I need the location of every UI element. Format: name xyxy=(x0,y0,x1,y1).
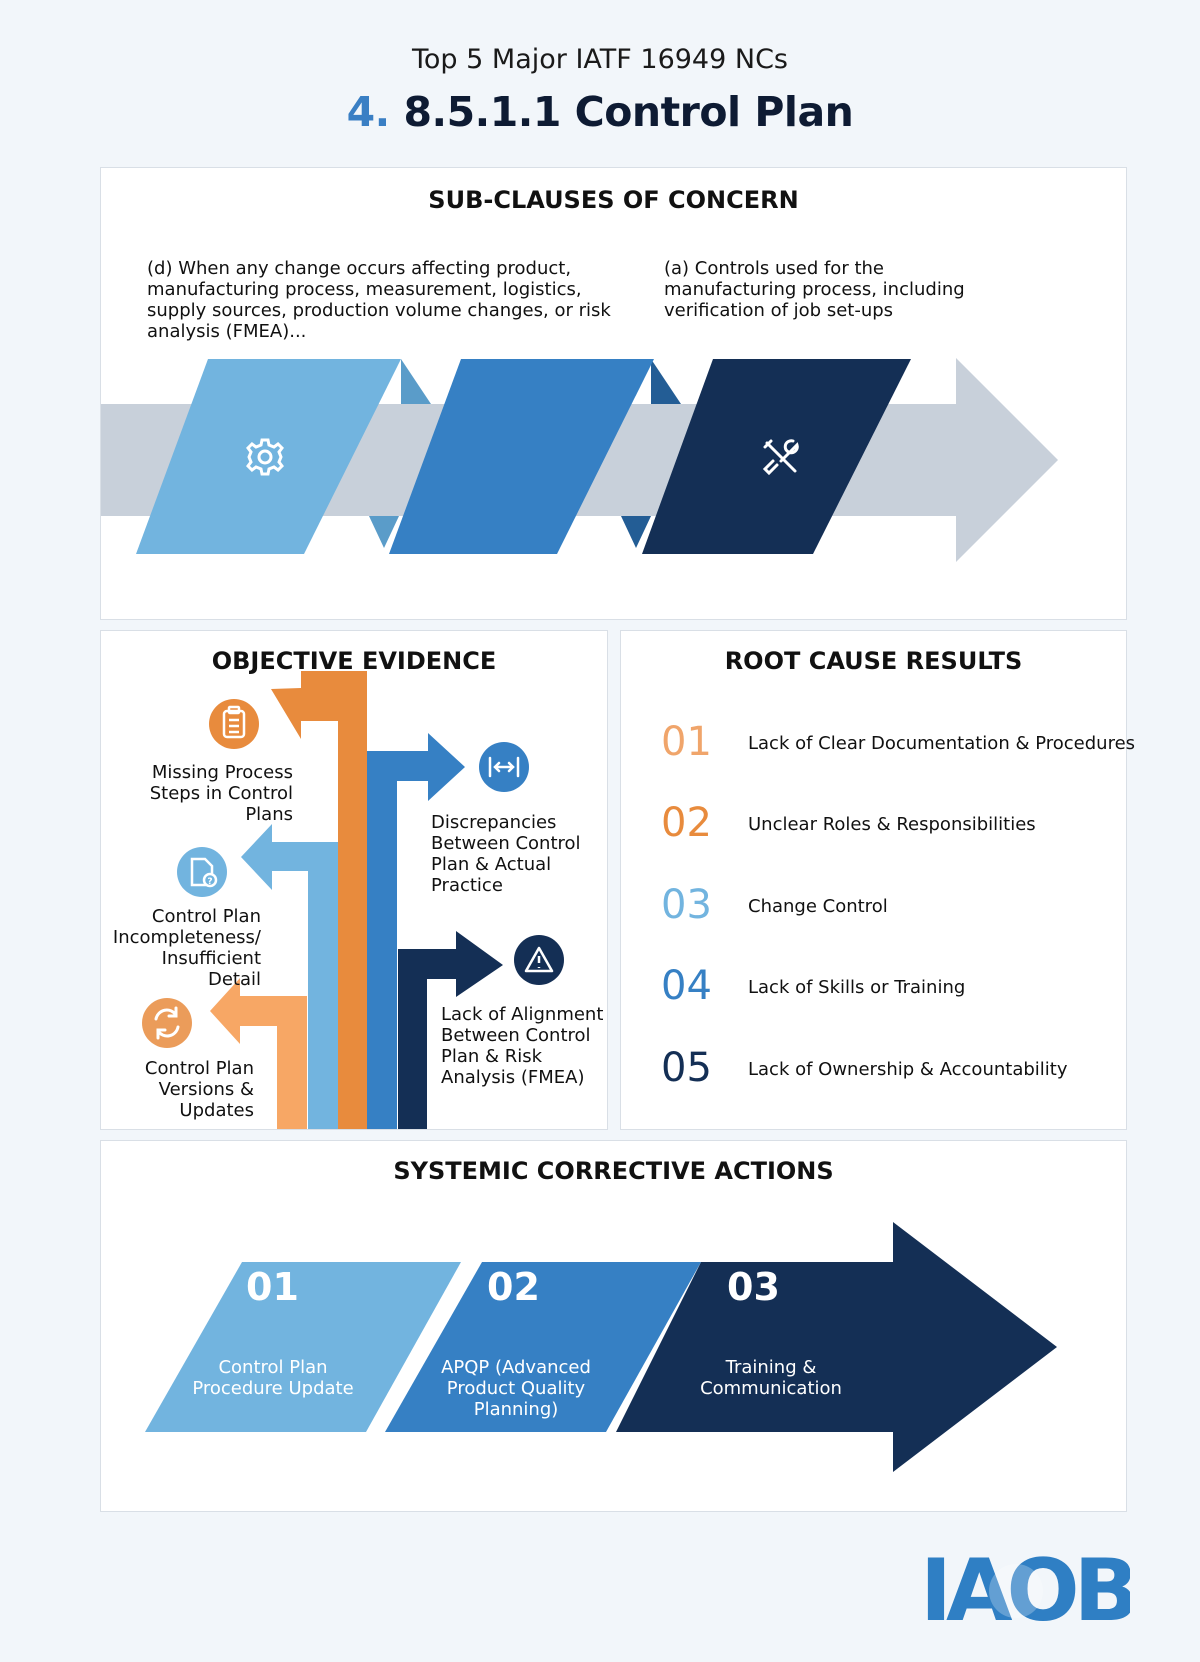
objective-evidence-heading: OBJECTIVE EVIDENCE xyxy=(211,647,497,675)
svg-text:?: ? xyxy=(207,877,212,887)
sub-clauses-heading: SUB-CLAUSES OF CONCERN xyxy=(428,186,799,214)
mid-blue-parallelogram xyxy=(389,359,654,554)
navy-arrow xyxy=(398,931,503,1129)
clipboard-icon xyxy=(222,705,246,739)
corrective-actions-heading: SYSTEMIC CORRECTIVE ACTIONS xyxy=(393,1157,834,1185)
root-cause-number: 05 xyxy=(661,1045,712,1091)
root-cause-number: 04 xyxy=(661,963,712,1009)
evidence-arrows-graphic: ? xyxy=(142,671,564,1129)
evidence-item-fmea-alignment: Lack of Alignment Between Control Plan &… xyxy=(441,1004,604,1088)
logo-text: IAOB xyxy=(920,1550,1130,1630)
page-title: 4. 8.5.1.1 Control Plan xyxy=(0,88,1200,136)
refresh-icon-bg xyxy=(142,998,192,1048)
root-cause-panel: ROOT CAUSE RESULTS 01 Lack of Clear Docu… xyxy=(620,630,1135,1130)
navy-parallelogram xyxy=(642,359,911,554)
root-cause-label: Unclear Roles & Responsibilities xyxy=(748,814,1036,835)
light-orange-arrow xyxy=(210,978,307,1129)
objective-evidence-panel: OBJECTIVE EVIDENCE ? xyxy=(100,630,608,1130)
refresh-icon xyxy=(154,1006,180,1040)
document-question-icon-bg xyxy=(177,847,227,897)
root-cause-number: 01 xyxy=(661,719,712,765)
light-blue-parallelogram xyxy=(136,359,401,554)
arrows-horizontal-icon xyxy=(488,756,520,778)
root-cause-label: Lack of Skills or Training xyxy=(748,977,966,998)
corrective-action-label: APQP (Advanced Product Quality Planning) xyxy=(441,1357,591,1420)
corrective-action-label: Control Plan Procedure Update xyxy=(192,1357,354,1399)
corrective-action-number: 03 xyxy=(727,1265,780,1309)
corrective-action-number: 01 xyxy=(246,1265,299,1309)
root-cause-number: 02 xyxy=(661,800,712,846)
root-cause-heading: ROOT CAUSE RESULTS xyxy=(724,647,1023,675)
title-text: 8.5.1.1 Control Plan xyxy=(403,88,854,136)
evidence-item-incompleteness: Control Plan Incompleteness/ Insufficien… xyxy=(112,906,261,990)
evidence-item-versions: Control Plan Versions & Updates xyxy=(144,1058,254,1121)
document-question-icon xyxy=(190,857,218,888)
tools-icon xyxy=(762,439,799,476)
mid-blue-arrow xyxy=(367,733,465,1129)
navy-arrow-shape xyxy=(616,1222,1057,1472)
sub-clauses-arrow-graphic xyxy=(101,358,1058,562)
evidence-item-discrepancies: Discrepancies Between Control Plan & Act… xyxy=(431,812,581,896)
root-cause-label: Lack of Clear Documentation & Procedures xyxy=(748,733,1136,754)
corrective-actions-graphic xyxy=(145,1222,1057,1472)
light-blue-arrow xyxy=(241,824,338,1129)
title-number: 4. xyxy=(346,88,391,136)
evidence-item-missing-steps: Missing Process Steps in Control Plans xyxy=(149,762,293,825)
light-blue-parallelogram xyxy=(145,1262,461,1432)
mid-blue-parallelogram xyxy=(385,1262,701,1432)
corrective-action-label: Training & Communication xyxy=(700,1357,842,1399)
iaob-logo: IAOB xyxy=(920,1541,1140,1641)
root-cause-number: 03 xyxy=(661,882,712,928)
orange-arrow xyxy=(271,671,367,1129)
sub-clause-a-text: (a) Controls used for the manufacturing … xyxy=(664,258,965,321)
gear-icon xyxy=(246,438,284,476)
sub-clauses-panel: SUB-CLAUSES OF CONCERN (d) When any chan… xyxy=(100,167,1127,620)
sub-clause-d-text: (d) When any change occurs affecting pro… xyxy=(147,258,611,342)
page-subtitle: Top 5 Major IATF 16949 NCs xyxy=(412,44,788,75)
root-cause-label: Change Control xyxy=(748,896,888,917)
corrective-actions-panel: SYSTEMIC CORRECTIVE ACTIONS 01 Control P… xyxy=(100,1140,1127,1512)
warning-icon xyxy=(524,946,554,973)
root-cause-label: Lack of Ownership & Accountability xyxy=(748,1059,1068,1080)
corrective-action-number: 02 xyxy=(487,1265,540,1309)
clipboard-icon-bg xyxy=(209,699,259,749)
iaob-logo-graphic: IAOB xyxy=(920,1541,1140,1641)
